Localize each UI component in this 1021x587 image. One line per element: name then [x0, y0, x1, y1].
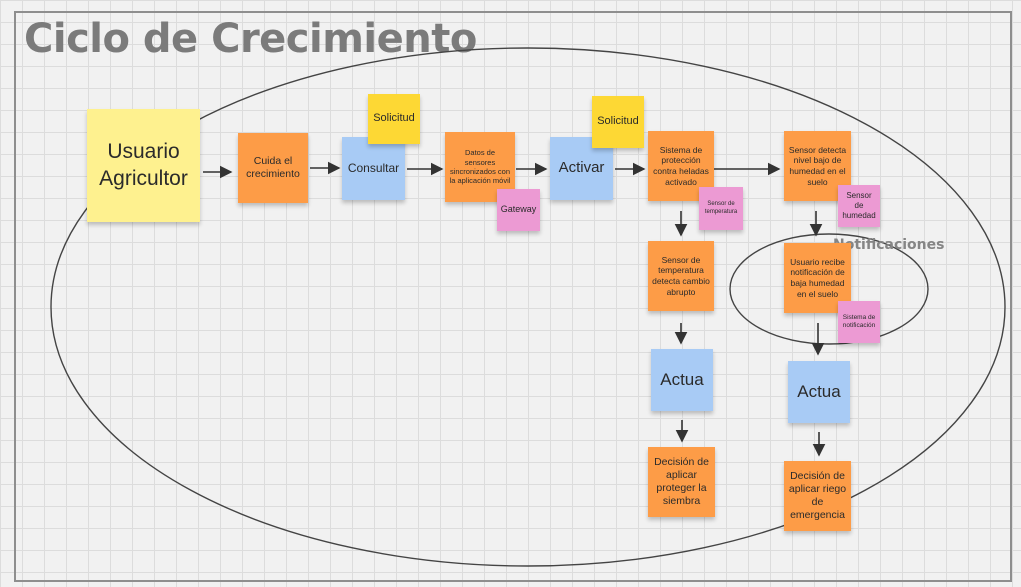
- notifications-label: Notificaciones: [833, 237, 945, 253]
- note-cuida-crecimiento[interactable]: Cuida el crecimiento: [238, 133, 308, 203]
- note-actua-1-text: Actua: [660, 370, 704, 390]
- note-consultar-text: Consultar: [347, 161, 400, 175]
- note-datos-sensores-text: Datos de sensores sincronizados con la a…: [449, 148, 511, 186]
- note-gateway[interactable]: Gateway: [497, 189, 540, 231]
- board-frame: [14, 11, 1012, 582]
- note-gateway-text: Gateway: [500, 204, 537, 215]
- note-actua-2-text: Actua: [797, 382, 841, 402]
- note-cuida-crecimiento-text: Cuida el crecimiento: [246, 154, 300, 180]
- note-usuario-agricultor-text: Usuario Agricultor: [99, 140, 188, 190]
- note-usuario-recibe-text: Usuario recibe notificación de baja hume…: [790, 256, 845, 299]
- note-sensor-humedad-text: Sensor de humedad: [842, 191, 876, 220]
- note-actua-1[interactable]: Actua: [651, 349, 713, 411]
- note-decision-riego[interactable]: Decisión de aplicar riego de emergencia: [784, 461, 851, 531]
- board-title: Ciclo de Crecimiento: [24, 16, 477, 62]
- note-consultar[interactable]: Consultar: [342, 137, 405, 200]
- note-decision-proteger[interactable]: Decisión de aplicar proteger la siembra: [648, 447, 715, 517]
- note-sensor-humedad-bajo-text: Sensor detecta nivel bajo de humedad en …: [788, 144, 847, 187]
- note-solicitud-2[interactable]: Solicitud: [592, 96, 644, 148]
- note-solicitud-1-text: Solicitud: [373, 112, 415, 125]
- note-sensor-temperatura-small-text: Sensor de temperatura: [704, 201, 738, 215]
- note-sensor-humedad[interactable]: Sensor de humedad: [838, 185, 880, 227]
- note-solicitud-2-text: Solicitud: [597, 115, 639, 128]
- note-solicitud-1[interactable]: Solicitud: [368, 94, 420, 144]
- note-actua-2[interactable]: Actua: [788, 361, 850, 423]
- note-sensor-temperatura-small[interactable]: Sensor de temperatura: [699, 187, 743, 230]
- note-decision-proteger-text: Decisión de aplicar proteger la siembra: [654, 455, 709, 508]
- note-sensor-temp-cambio[interactable]: Sensor de temperatura detecta cambio abr…: [648, 241, 714, 311]
- note-sistema-notificacion-text: Sistema de notificación: [842, 313, 876, 329]
- note-sensor-temp-cambio-text: Sensor de temperatura detecta cambio abr…: [652, 254, 710, 297]
- note-sistema-notificacion[interactable]: Sistema de notificación: [838, 301, 880, 343]
- note-decision-riego-text: Decisión de aplicar riego de emergencia: [788, 469, 847, 522]
- note-usuario-agricultor[interactable]: Usuario Agricultor: [87, 109, 200, 222]
- note-sistema-heladas-text: Sistema de protección contra heladas act…: [653, 144, 709, 187]
- note-activar-text: Activar: [558, 159, 605, 177]
